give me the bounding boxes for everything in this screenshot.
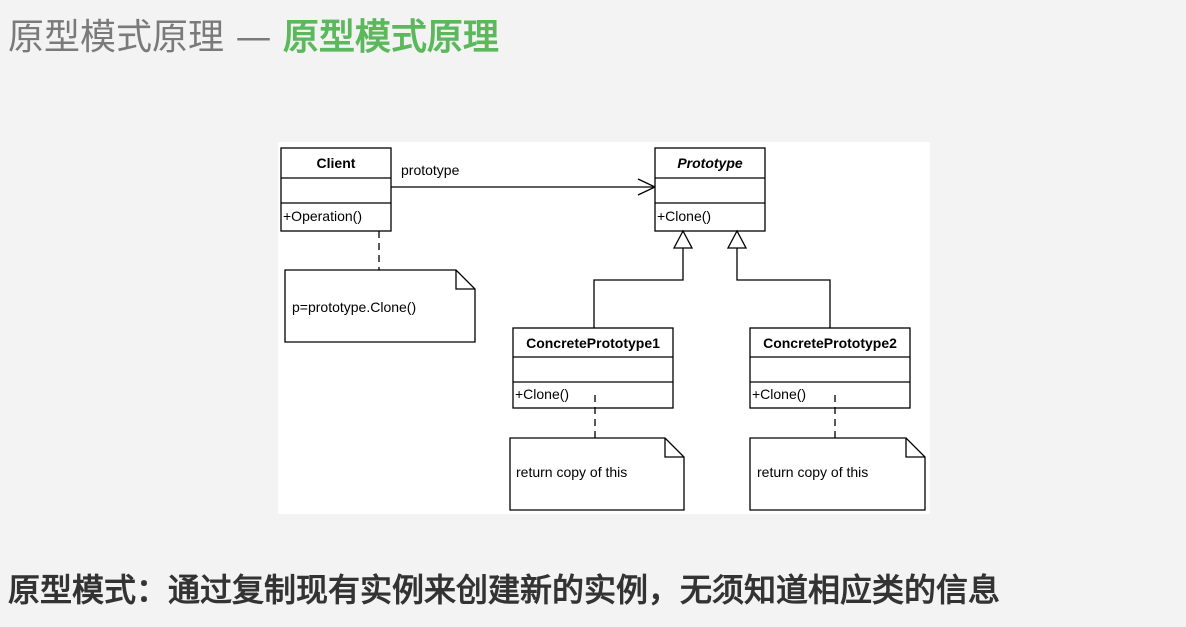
inheritance-line-2 xyxy=(736,248,831,328)
client-class-name: Client xyxy=(317,155,356,171)
title-separator: — xyxy=(235,17,272,58)
concrete2-note-text: return copy of this xyxy=(757,464,868,480)
client-note-text: p=prototype.Clone() xyxy=(292,299,416,315)
concrete1-note-text: return copy of this xyxy=(516,464,627,480)
prototype-class-name: Prototype xyxy=(677,155,743,171)
client-method: +Operation() xyxy=(283,208,362,224)
inheritance-line-1 xyxy=(593,248,684,328)
client-class: Client +Operation() xyxy=(280,147,392,232)
concrete-prototype2-method: +Clone() xyxy=(752,386,806,402)
prototype-method: +Clone() xyxy=(657,208,711,224)
concrete-prototype1-method: +Clone() xyxy=(515,386,569,402)
title-main: 原型模式原理 xyxy=(8,17,225,58)
concrete2-note: return copy of this xyxy=(749,437,926,511)
concrete-prototype1-name: ConcretePrototype1 xyxy=(526,335,660,351)
concrete-prototype2-class: ConcretePrototype2 +Clone() xyxy=(749,327,911,409)
prototype-class: Prototype +Clone() xyxy=(654,147,766,232)
concrete-prototype2-name: ConcretePrototype2 xyxy=(763,335,897,351)
association-label: prototype xyxy=(401,162,460,178)
uml-diagram-svg: Client +Operation() prototype Prototype … xyxy=(280,147,926,511)
inheritance-triangle-1 xyxy=(672,229,694,249)
inheritance-triangle-2 xyxy=(726,229,748,249)
uml-diagram: Client +Operation() prototype Prototype … xyxy=(278,142,930,514)
slide-title: 原型模式原理 — 原型模式原理 xyxy=(8,14,499,62)
title-highlight: 原型模式原理 xyxy=(282,17,499,58)
client-note: p=prototype.Clone() xyxy=(284,269,476,343)
concrete-prototype1-class: ConcretePrototype1 +Clone() xyxy=(512,327,674,409)
concrete1-note: return copy of this xyxy=(509,437,685,511)
footer-description: 原型模式：通过复制现有实例来创建新的实例，无须知道相应类的信息 xyxy=(8,571,1001,609)
